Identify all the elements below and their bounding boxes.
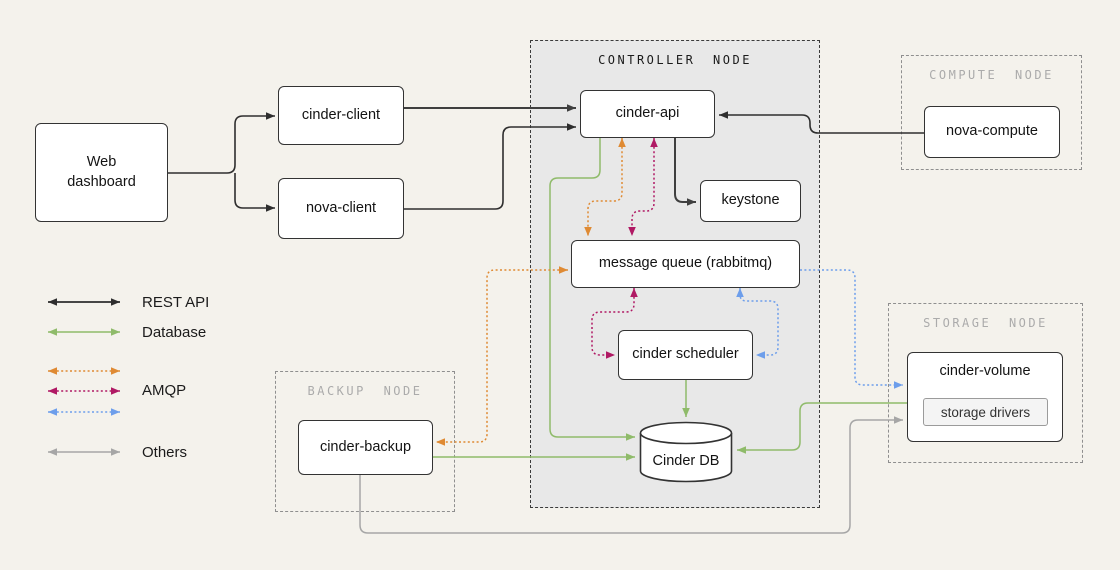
controller-node-title: CONTROLLER NODE [598,53,752,67]
edge-messagequeue-cinderscheduler-crimson [591,288,638,359]
edge-messagequeue-cindervolume-blue [800,269,903,389]
nova-compute-label: nova-compute [946,123,1038,140]
edge-cinderscheduler-cinderdb [682,380,690,417]
cinder-db-cylinder: Cinder DB [639,421,733,483]
web-dashboard-box: Web dashboard [35,123,168,222]
edge-cinderclient-cinderapi [404,104,576,112]
legend-label-database: Database [142,324,207,341]
legend-label-others: Others [142,444,188,461]
cinder-backup-label: cinder-backup [319,438,412,455]
web-dashboard-label: Web dashboard [67,153,136,190]
cinder-client-box: cinder-client [278,86,404,145]
nova-compute-box: nova-compute [924,106,1060,158]
legend-arrow-amqp-blue [48,408,120,416]
compute-node-title: COMPUTE NODE [929,68,1054,82]
edge-cindervolume-cinderdb [737,402,923,454]
legend-label-amqp: AMQP [142,382,187,399]
edge-messagequeue-cinderscheduler-blue [736,288,779,359]
edge-cinderapi-messagequeue-crimson [628,138,658,236]
cinder-scheduler-label: cinder scheduler [632,346,739,363]
edge-cinderbackup-cinderdb [433,453,635,461]
storage-node-title: STORAGE NODE [923,316,1048,330]
cinder-api-box: cinder-api [580,90,715,138]
cinder-backup-box: cinder-backup [298,420,433,475]
legend-label-rest-api: REST API [142,294,210,311]
cinder-client-label: cinder-client [301,106,381,123]
backup-node-title: BACKUP NODE [307,384,423,398]
cinder-volume-box: cinder-volume [907,352,1063,442]
storage-drivers-box: storage drivers [923,398,1048,426]
edge-cinderapi-cinderdb [549,138,635,441]
database-cylinder-icon [639,421,733,483]
edge-webdashboard-cinderclient [168,112,275,174]
edge-novaclient-cinderapi [404,123,576,210]
nova-client-label: nova-client [305,199,377,216]
message-queue-box: message queue (rabbitmq) [571,240,800,288]
compute-node-group: COMPUTE NODE [901,55,1082,170]
legend-arrow-database [48,328,120,336]
edge-cinderbackup-storagedrivers-gray [359,416,903,534]
legend-arrow-amqp-crimson [48,387,120,395]
edge-webdashboard-novaclient [234,173,275,212]
cinder-volume-label: cinder-volume [939,363,1031,379]
edge-messagequeue-cinderbackup-orange [436,266,568,446]
storage-node-group: STORAGE NODE [888,303,1083,463]
storage-drivers-label: storage drivers [940,404,1031,420]
edge-novacompute-cinderapi [719,111,924,134]
cinder-api-label: cinder-api [615,105,680,122]
keystone-box: keystone [700,180,801,222]
legend-arrow-others [48,448,120,456]
legend-arrow-amqp-orange [48,367,120,375]
message-queue-label: message queue (rabbitmq) [598,255,773,272]
keystone-label: keystone [721,192,780,209]
cinder-scheduler-box: cinder scheduler [618,330,753,380]
edge-cinderapi-keystone [674,138,696,206]
edge-cinderapi-messagequeue-orange [584,138,626,236]
cinder-db-label: Cinder DB [652,453,720,469]
legend-arrow-rest [48,298,120,306]
nova-client-box: nova-client [278,178,404,239]
